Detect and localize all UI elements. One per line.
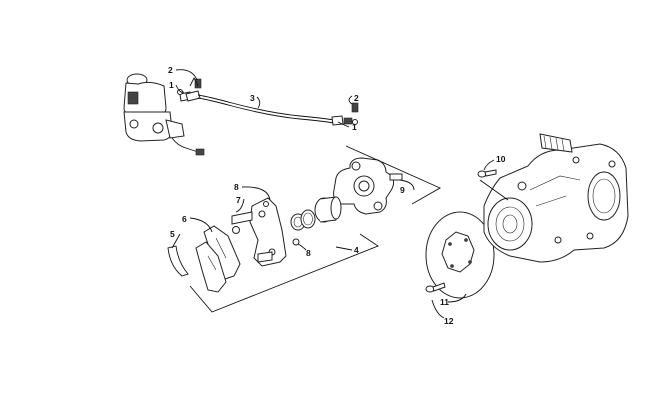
callout-9: 9 — [400, 185, 405, 195]
callouts: 1 2 3 1 2 4 5 6 7 8 8 9 10 11 12 — [168, 65, 506, 326]
callout-3: 3 — [250, 93, 255, 103]
master-cylinder — [123, 73, 205, 156]
caliper-assembly-outline — [189, 145, 441, 313]
callout-4: 4 — [354, 245, 359, 255]
callout-2: 2 — [168, 65, 173, 75]
brake-hose — [185, 90, 353, 126]
callout-5: 5 — [170, 229, 175, 239]
brake-disc — [425, 211, 495, 299]
callout-1: 1 — [169, 80, 174, 90]
callout-12: 12 — [444, 316, 454, 326]
brake-pads — [195, 225, 241, 293]
caliper-piston — [314, 196, 342, 223]
callout-8-lower: 8 — [306, 248, 311, 258]
banjo-bolt-lower — [351, 102, 359, 125]
banjo-bolt-upper — [177, 78, 202, 95]
callout-2-lower: 2 — [354, 93, 359, 103]
callout-6: 6 — [182, 214, 187, 224]
disc-bolt — [425, 282, 446, 293]
caliper-bracket — [231, 197, 287, 267]
callout-1-lower: 1 — [352, 122, 357, 132]
leader-lines — [171, 69, 495, 319]
callout-8-upper: 8 — [234, 182, 239, 192]
gearcase-bolt — [477, 169, 509, 201]
callout-10: 10 — [496, 154, 506, 164]
caliper-housing — [333, 157, 403, 215]
pad-spring — [167, 245, 189, 277]
callout-7: 7 — [236, 195, 241, 205]
piston-seals — [290, 209, 316, 246]
gearcase — [483, 133, 629, 263]
callout-11: 11 — [440, 297, 449, 307]
